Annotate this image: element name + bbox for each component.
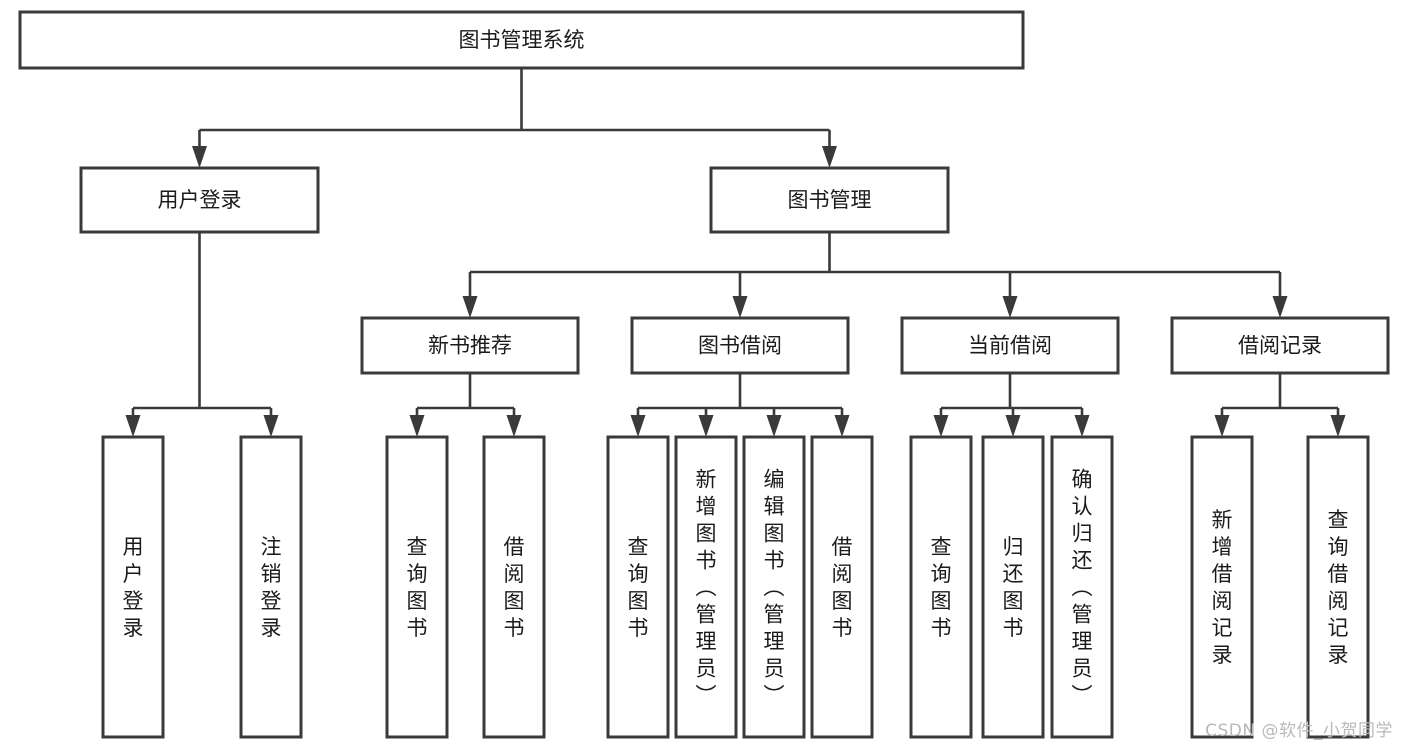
node-leaf-8-查询图书[interactable]: 查询图书 [909,435,973,739]
connector-layer [125,68,1346,437]
connector-group [933,373,1090,437]
node-leaf-3-借阅图书[interactable]: 借阅图书 [482,435,546,739]
connector-group [1214,373,1346,437]
connector-group [125,232,279,437]
node-level2-借阅记录[interactable]: 借阅记录 [1170,316,1390,375]
node-label: 图书借阅 [698,334,782,358]
node-leaf-7-借阅图书[interactable]: 借阅图书 [810,435,874,739]
node-level2-新书推荐[interactable]: 新书推荐 [360,316,580,375]
node-label: 用户登录 [123,535,144,640]
node-label: 用户登录 [158,188,242,212]
node-label: 新增借阅记录 [1212,508,1233,667]
node-leaf-2-查询图书[interactable]: 查询图书 [385,435,449,739]
node-level2-图书借阅[interactable]: 图书借阅 [630,316,850,375]
node-label: 归还图书 [1003,535,1024,640]
node-leaf-9-归还图书[interactable]: 归还图书 [981,435,1045,739]
node-level1-用户登录[interactable]: 用户登录 [79,166,320,234]
node-label: 查询图书 [407,535,428,640]
node-label: 查询图书 [628,535,649,640]
node-leaf-11-新增借阅记录[interactable]: 新增借阅记录 [1190,435,1254,739]
node-label: 查询借阅记录 [1328,508,1349,667]
node-root-图书管理系统[interactable]: 图书管理系统 [18,10,1025,70]
node-level1-图书管理[interactable]: 图书管理 [709,166,950,234]
node-leaf-5-新增图书管理员[interactable]: 新增图书︵管理员︶ [674,435,738,739]
node-leaf-10-确认归还管理员[interactable]: 确认归还︵管理员︶ [1050,435,1114,739]
node-label: 借阅记录 [1238,334,1322,358]
connector-group [462,232,1288,318]
node-label: 注销登录 [261,535,282,640]
node-layer: 图书管理系统用户登录图书管理新书推荐图书借阅当前借阅借阅记录用户登录注销登录查询… [18,10,1390,739]
node-label: 确认归还︵管理员︶ [1072,468,1093,708]
connector-group [630,373,850,437]
node-level2-当前借阅[interactable]: 当前借阅 [900,316,1120,375]
node-leaf-0-用户登录[interactable]: 用户登录 [101,435,165,739]
node-label: 查询图书 [931,535,952,640]
node-leaf-4-查询图书[interactable]: 查询图书 [606,435,670,739]
node-label: 编辑图书︵管理员︶ [764,468,785,708]
node-label: 新书推荐 [428,334,512,358]
node-label: 图书管理系统 [459,28,585,52]
node-label: 借阅图书 [832,535,853,640]
node-label: 当前借阅 [968,334,1052,358]
node-label: 新增图书︵管理员︶ [696,468,717,708]
node-leaf-1-注销登录[interactable]: 注销登录 [239,435,303,739]
node-leaf-6-编辑图书管理员[interactable]: 编辑图书︵管理员︶ [742,435,806,739]
node-label: 图书管理 [788,188,872,212]
node-label: 借阅图书 [504,535,525,640]
node-leaf-12-查询借阅记录[interactable]: 查询借阅记录 [1306,435,1370,739]
connector-group [409,373,522,437]
csdn-watermark: CSDN @软件_小贺同学 [1205,721,1393,741]
connector-group [192,68,837,168]
